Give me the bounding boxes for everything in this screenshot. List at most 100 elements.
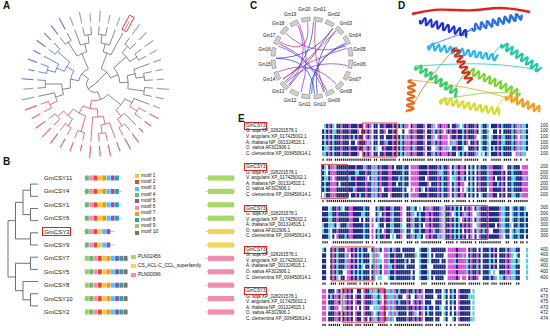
alignment-cell bbox=[345, 124, 347, 128]
alignment-cell bbox=[351, 171, 353, 175]
alignment-cell bbox=[509, 165, 511, 169]
alignment-cell bbox=[345, 218, 347, 222]
consensus-mark bbox=[380, 159, 381, 161]
tree-branch bbox=[31, 300, 39, 306]
alignment-cell bbox=[448, 212, 450, 216]
alignment-cell bbox=[514, 223, 516, 227]
alignment-cell bbox=[336, 135, 338, 139]
alignment-cell bbox=[518, 206, 520, 210]
consensus-mark bbox=[351, 200, 352, 202]
consensus-mark bbox=[500, 200, 501, 202]
alignment-cell bbox=[483, 135, 485, 139]
motif-box bbox=[107, 202, 111, 207]
consensus-mark bbox=[374, 159, 375, 161]
tree-branch bbox=[95, 72, 107, 84]
motif-box bbox=[111, 176, 115, 181]
alignment-cell bbox=[421, 171, 423, 175]
tree-branch bbox=[134, 64, 150, 74]
motif-box bbox=[94, 176, 98, 181]
alignment-cell bbox=[413, 206, 415, 210]
alignment-cell bbox=[355, 152, 357, 156]
alignment-cell bbox=[388, 171, 390, 175]
alignment-cell bbox=[439, 218, 441, 222]
alignment-cell bbox=[371, 223, 373, 227]
alignment-cell bbox=[404, 165, 406, 169]
alignment-cell bbox=[406, 141, 408, 145]
alignment-cell bbox=[479, 182, 481, 186]
alignment-cell bbox=[363, 171, 365, 175]
alignment-cell bbox=[466, 212, 468, 216]
consensus-mark bbox=[407, 200, 408, 202]
alignment-cell bbox=[503, 193, 505, 197]
alignment-cell bbox=[406, 193, 408, 197]
alignment-cell bbox=[429, 135, 431, 139]
alignment-cell bbox=[363, 193, 365, 197]
consensus-mark bbox=[327, 159, 328, 161]
alignment-cell bbox=[402, 229, 404, 233]
alignment-cell bbox=[390, 223, 392, 227]
alignment-cell bbox=[384, 206, 386, 210]
alignment-cell bbox=[349, 171, 351, 175]
alignment-cell bbox=[341, 193, 343, 197]
alignment-cell bbox=[336, 206, 338, 210]
alignment-cell bbox=[409, 223, 411, 227]
consensus-mark bbox=[485, 200, 486, 202]
alignment-cell bbox=[406, 229, 408, 233]
alignment-cell bbox=[328, 223, 330, 227]
alignment-cell bbox=[481, 165, 483, 169]
leaf-mark bbox=[21, 78, 33, 80]
alignment-cell bbox=[369, 124, 371, 128]
alignment-cell bbox=[332, 206, 334, 210]
alignment-cell bbox=[384, 188, 386, 192]
alignment-cell bbox=[491, 193, 493, 197]
alignment-cell bbox=[349, 218, 351, 222]
alignment-cell bbox=[394, 129, 396, 133]
alignment-cell bbox=[365, 193, 367, 197]
alignment-cell bbox=[483, 129, 485, 133]
domain-bar bbox=[208, 309, 234, 314]
leaf-mark bbox=[108, 15, 110, 23]
tree-branch bbox=[75, 131, 81, 139]
alignment-cell bbox=[501, 176, 503, 180]
tree-branch bbox=[81, 132, 84, 141]
alignment-cell bbox=[367, 182, 369, 186]
alignment-cell bbox=[479, 188, 481, 192]
alignment-cell bbox=[470, 212, 472, 216]
consensus-mark bbox=[341, 159, 342, 161]
alignment-cell bbox=[464, 223, 466, 227]
alignment-cell bbox=[439, 188, 441, 192]
alignment-cell bbox=[365, 212, 367, 216]
tree-branch bbox=[137, 108, 146, 112]
motif-box bbox=[98, 269, 102, 274]
alignment-cell bbox=[421, 229, 423, 233]
alignment-cell bbox=[439, 193, 441, 197]
alignment-cell bbox=[341, 171, 343, 175]
alignment-cell bbox=[429, 146, 431, 150]
alignment-cell bbox=[493, 129, 495, 133]
alignment-cell bbox=[394, 212, 396, 216]
alignment-cell bbox=[380, 218, 382, 222]
alignment-cell bbox=[429, 129, 431, 133]
alignment-cell bbox=[402, 124, 404, 128]
alignment-cell bbox=[507, 146, 509, 150]
chromosome-arc bbox=[314, 94, 323, 99]
alignment-cell bbox=[437, 176, 439, 180]
alignment-cell bbox=[409, 129, 411, 133]
alignment-cell bbox=[495, 141, 497, 145]
domain-bar bbox=[208, 269, 234, 274]
alignment-cell bbox=[419, 165, 421, 169]
alignment-cell bbox=[444, 165, 446, 169]
alignment-cell bbox=[466, 223, 468, 227]
consensus-mark bbox=[395, 159, 396, 161]
alignment-cell bbox=[324, 188, 326, 192]
motif-box bbox=[115, 216, 119, 221]
alignment-cell bbox=[497, 152, 499, 156]
alignment-cell bbox=[493, 171, 495, 175]
consensus-mark bbox=[329, 200, 330, 202]
alignment-cell bbox=[452, 229, 454, 233]
tree-branch bbox=[31, 257, 39, 263]
consensus-mark bbox=[368, 200, 369, 202]
alignment-cell bbox=[378, 218, 380, 222]
alignment-cell bbox=[380, 206, 382, 210]
alignment-cell bbox=[374, 146, 376, 150]
